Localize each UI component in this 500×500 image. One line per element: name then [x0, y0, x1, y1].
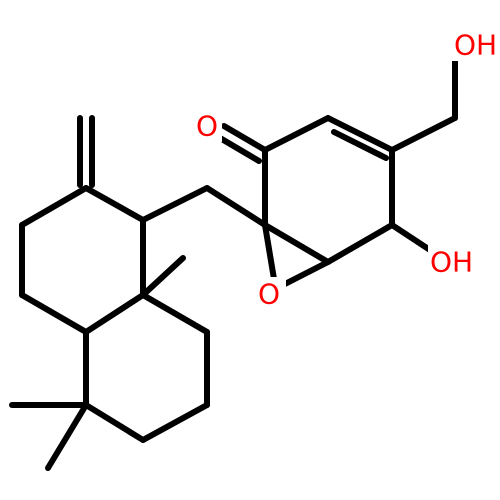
bond	[325, 222, 395, 265]
label-background	[452, 25, 496, 61]
bond	[262, 115, 331, 153]
bond	[83, 292, 146, 335]
bond	[262, 222, 331, 265]
ketone-oxygen-label: O	[196, 110, 218, 143]
label-background	[256, 277, 286, 311]
double-bond	[331, 129, 389, 161]
bond	[140, 292, 210, 335]
atom-labels: O O OH OH	[192, 25, 497, 311]
bond	[19, 185, 89, 228]
label-background	[428, 244, 472, 280]
bond	[389, 115, 458, 153]
bond	[325, 115, 395, 153]
methyl-bond	[45, 402, 89, 471]
decalin-bonds	[9, 115, 268, 471]
double-bond	[217, 135, 262, 164]
bond	[204, 185, 268, 228]
ring-oh-label: OH	[430, 246, 473, 279]
bond	[19, 292, 89, 335]
bond	[389, 222, 433, 253]
bond	[262, 222, 278, 288]
bond	[140, 185, 210, 223]
hydroxymethyl-oh-label: OH	[454, 29, 497, 62]
bond	[83, 185, 146, 223]
double-bond	[221, 123, 268, 153]
epoxide-oxygen-label: O	[258, 278, 280, 311]
methyl-bond	[140, 255, 186, 298]
cyclohexenone-bonds	[217, 57, 458, 288]
bond	[280, 259, 331, 288]
label-background	[192, 108, 222, 142]
bond	[83, 402, 146, 443]
bond	[140, 402, 210, 443]
